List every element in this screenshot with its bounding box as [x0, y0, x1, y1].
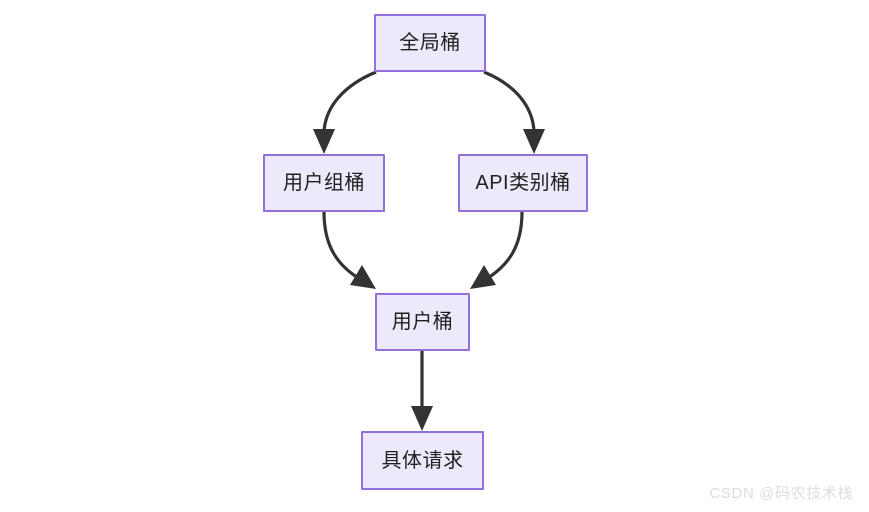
node-specific-request[interactable]: 具体请求 — [361, 431, 484, 490]
node-user-bucket-label: 用户桶 — [391, 311, 454, 333]
node-global-bucket[interactable]: 全局桶 — [374, 14, 486, 72]
node-user-group-bucket[interactable]: 用户组桶 — [263, 154, 385, 212]
node-api-category-bucket[interactable]: API类别桶 — [458, 154, 588, 212]
node-user-group-bucket-label: 用户组桶 — [283, 172, 365, 194]
node-specific-request-label: 具体请求 — [381, 449, 464, 472]
edge-global-to-usergroup — [322, 70, 377, 140]
edge-global-to-apicategory — [483, 70, 536, 140]
node-api-category-bucket-label: API类别桶 — [475, 172, 571, 194]
node-user-bucket[interactable]: 用户桶 — [375, 293, 470, 351]
csdn-watermark: CSDN @码农技术栈 — [709, 485, 853, 502]
arrowhead-apicategory — [523, 129, 545, 154]
node-global-bucket-label: 全局桶 — [399, 32, 461, 54]
arrowhead-request — [411, 406, 433, 431]
arrowhead-user-right — [470, 265, 496, 289]
arrowhead-usergroup — [313, 129, 335, 154]
edge-apicategory-to-user — [482, 211, 524, 283]
arrowhead-user-left — [350, 265, 376, 289]
edge-usergroup-to-user — [322, 211, 364, 283]
